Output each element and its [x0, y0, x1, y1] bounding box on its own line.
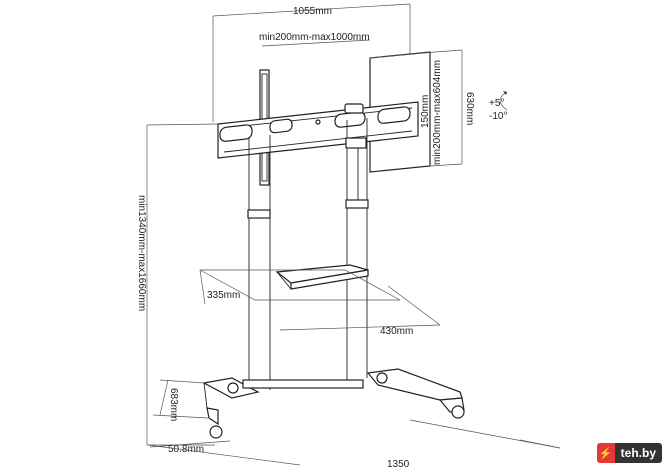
label-shelf-width: 430mm	[380, 326, 413, 337]
caster-offset-dimension	[149, 440, 231, 448]
casters	[209, 372, 465, 439]
base-frame	[202, 368, 465, 426]
label-height-range: min1340mm-max1660mm	[136, 195, 147, 311]
left-column	[247, 135, 271, 390]
label-shelf-depth: 335mm	[207, 290, 240, 301]
label-vesa-vertical-range: min200mm-max604mm	[432, 60, 443, 165]
label-tilt-down: -10°	[489, 111, 507, 122]
floor-lines	[147, 419, 561, 466]
site-watermark: ⚡ teh.by	[596, 443, 662, 463]
label-150: 150mm	[420, 95, 431, 128]
base-depth-dimension	[152, 379, 209, 419]
height-dimension	[146, 123, 219, 446]
vesa-range-dimension: min200mm-max1000mm	[259, 32, 371, 47]
label-caster-offset: 50.8mm	[168, 444, 204, 455]
label-base-depth: 683mm	[168, 388, 179, 421]
shelf	[199, 264, 441, 331]
mount-plate	[217, 101, 419, 159]
label-tilt-up: +5°	[489, 98, 504, 109]
label-base-width: 1350	[387, 459, 410, 470]
label-630: 630mm	[464, 92, 475, 125]
label-1055: 1055mm	[293, 6, 332, 17]
bolt-icon: ⚡	[596, 443, 615, 463]
right-column	[345, 118, 369, 380]
label-vesa-range: min200mm-max1000mm	[259, 32, 370, 43]
watermark-site-name: teh.by	[614, 443, 662, 463]
tilt-indicator: +5° -10°	[489, 91, 507, 122]
